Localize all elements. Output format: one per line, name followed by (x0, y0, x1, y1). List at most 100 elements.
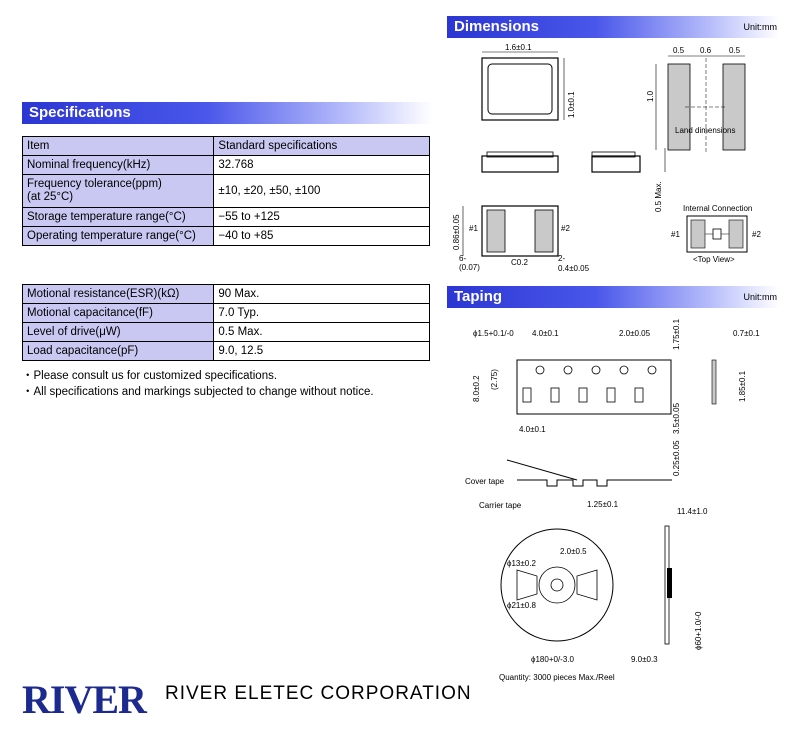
package-side-view-left (481, 155, 559, 173)
land-pad-left (667, 63, 691, 151)
spec-table-main: Item Standard specifications Nominal fre… (21, 136, 430, 246)
river-logo: RIVER (22, 677, 147, 722)
land-dim-b: 0.6 (700, 46, 712, 55)
row-value: 0.5 Max. (213, 322, 430, 342)
taping-unit: Unit:mm (743, 292, 778, 302)
row-item: Motional capacitance(fF) (21, 303, 215, 323)
k-dim: 1.85±0.1 (738, 370, 747, 402)
row-value: 90 Max. (213, 284, 430, 304)
row-item: Load capacitance(pF) (21, 341, 215, 361)
dimensions-unit: Unit:mm (743, 22, 778, 32)
reel-slot: 2.0±0.5 (560, 547, 587, 556)
t2-dim: 0.7±0.1 (733, 329, 760, 338)
internal-pad-left (690, 219, 706, 249)
reel-side-hub (667, 568, 672, 598)
pocket-depth: 1.25±0.1 (587, 500, 619, 509)
reel-quantity: Quantity: 3000 pieces Max./Reel (499, 673, 615, 682)
pin-1-label: #1 (469, 224, 478, 233)
crystal-symbol (712, 228, 722, 240)
pad-1 (486, 209, 506, 253)
reel-hub60: ϕ60+1.0/-0 (694, 611, 703, 650)
table-row: Nominal frequency(kHz) 32.768 (21, 155, 430, 175)
pad-width: 0.4±0.05 (558, 264, 590, 273)
table-row: Frequency tolerance(ppm) (at 25°C) ±10, … (21, 174, 430, 208)
dim-width: 1.6±0.1 (505, 43, 532, 52)
carrier-tape-label: Carrier tape (479, 501, 522, 510)
note-line: ・Please consult us for customized specif… (22, 370, 278, 382)
company-name: RIVER ELETEC CORPORATION (165, 683, 472, 704)
row-value: 9.0, 12.5 (213, 341, 430, 361)
spec-notes: ・Please consult us for customized specif… (22, 368, 374, 400)
package-side-lid (486, 151, 554, 158)
taping-drawing: ϕ1.5+0.1/-0 4.0±0.1 2.0±0.05 1.75±0.1 8.… (465, 318, 760, 682)
row-item: Motional resistance(ESR)(kΩ) (21, 284, 215, 304)
tape-width: 8.0±0.2 (472, 375, 481, 402)
reel-window-left (516, 569, 538, 601)
carrier-tape-profile (517, 479, 672, 487)
tape-side-section (711, 359, 717, 405)
chamfer-count: 6- (459, 254, 466, 263)
pitch-p2: 2.0±0.05 (619, 329, 651, 338)
package-side-lid (591, 151, 636, 158)
dimensions-title: Dimensions (454, 18, 540, 35)
reel-diameter: ϕ180+0/-3.0 (531, 655, 575, 664)
pad-count: 2- (558, 254, 565, 263)
row-item: Nominal frequency(kHz) (21, 155, 215, 175)
taping-title: Taping (454, 288, 503, 305)
header-item: Item (21, 136, 215, 156)
internal-pad-right (728, 219, 744, 249)
row-item-line1: Frequency tolerance(ppm) (27, 178, 162, 190)
pitch-top: 4.0±0.1 (532, 329, 559, 338)
chamfer-size: (0.07) (459, 263, 480, 272)
tape-t: 0.25±0.05 (672, 440, 681, 476)
dim-height: 1.0±0.1 (567, 91, 576, 118)
dim-pad-h: 0.86±0.05 (452, 214, 461, 250)
cover-tape-label: Cover tape (465, 477, 505, 486)
row-value: −55 to +125 (213, 207, 430, 227)
note-line: ・All specifications and markings subject… (22, 386, 374, 398)
row-value: ±10, ±20, ±50, ±100 (213, 174, 430, 208)
internal-pin-2: #2 (752, 230, 761, 239)
top-view-label: <Top View> (693, 255, 735, 264)
spec-table-electrical: Motional resistance(ESR)(kΩ) 90 Max. Mot… (21, 284, 430, 361)
package-bottom-view (481, 205, 559, 257)
reel-spindle (550, 578, 564, 592)
row-item: Storage temperature range(°C) (21, 207, 215, 227)
tape-inner: (2.75) (490, 369, 499, 390)
reel-hub13: ϕ13±0.2 (507, 559, 536, 568)
dimensions-banner: Dimensions Unit:mm (447, 16, 779, 38)
internal-title: Internal Connection (683, 204, 752, 213)
package-side-view-right (591, 155, 641, 173)
land-dim-h: 1.0 (646, 90, 655, 102)
row-item: Frequency tolerance(ppm) (at 25°C) (21, 174, 215, 208)
table-row: Motional resistance(ESR)(kΩ) 90 Max. (21, 284, 430, 304)
row-item: Operating temperature range(°C) (21, 226, 215, 246)
cover-tape-line (506, 459, 578, 481)
row-value: 32.768 (213, 155, 430, 175)
package-lid (487, 63, 553, 115)
table-row: Motional capacitance(fF) 7.0 Typ. (21, 303, 430, 323)
row-value: −40 to +85 (213, 226, 430, 246)
specifications-banner: Specifications (22, 102, 432, 124)
internal-pin-1: #1 (671, 230, 680, 239)
table-header-row: Item Standard specifications (21, 136, 430, 156)
reel-inner-width: 9.0±0.3 (631, 655, 658, 664)
component-pockets (522, 387, 644, 403)
table-row: Level of drive(μW) 0.5 Max. (21, 322, 430, 342)
pad-2 (534, 209, 554, 253)
table-row: Storage temperature range(°C) −55 to +12… (21, 207, 430, 227)
dimensions-drawing: 1.6±0.1 1.0±0.1 0.5 0.6 0.5 1.0 Land dim… (452, 43, 761, 273)
pin-2-label: #2 (561, 224, 570, 233)
specifications-title: Specifications (29, 104, 131, 121)
row-item-line2: (at 25°C) (27, 191, 74, 203)
row-item: Level of drive(μW) (21, 322, 215, 342)
taping-banner: Taping Unit:mm (447, 286, 779, 308)
hole-dia: ϕ1.5+0.1/-0 (473, 329, 514, 338)
internal-package (686, 215, 748, 253)
land-caption: Land dimensions (675, 126, 735, 135)
corner-c02: C0.2 (511, 258, 528, 267)
sprocket-holes (535, 365, 657, 375)
package-top-view (481, 57, 559, 121)
table-row: Load capacitance(pF) 9.0, 12.5 (21, 341, 430, 361)
tape-f: 3.5±0.05 (672, 402, 681, 434)
